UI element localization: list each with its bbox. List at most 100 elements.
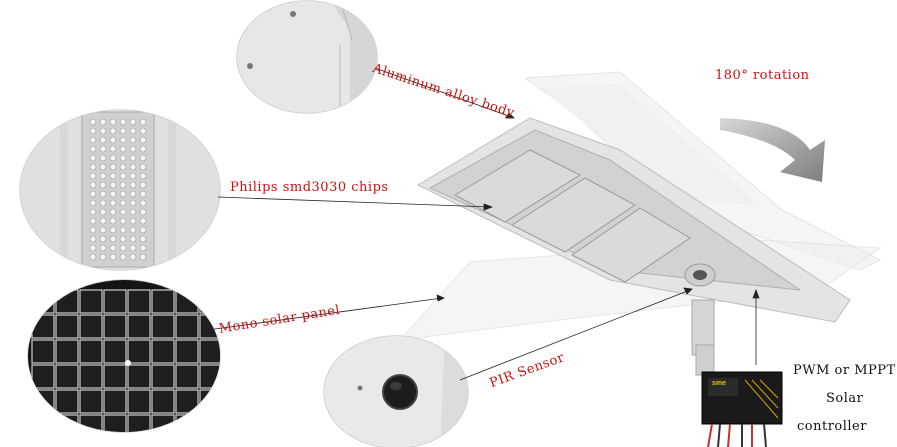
solar-cell [199, 389, 220, 414]
detail-pir-sensor [323, 335, 469, 447]
solar-cell [175, 389, 199, 414]
led-chip [89, 145, 97, 153]
solar-cell [55, 389, 79, 414]
led-chip [129, 163, 137, 171]
detail-led-chips [19, 109, 221, 271]
led-chip [139, 208, 147, 216]
led-chip [139, 118, 147, 126]
solar-cell [55, 414, 79, 432]
led-chip [139, 244, 147, 252]
solar-cell [151, 414, 175, 432]
rotation-arrow-icon [720, 118, 825, 182]
led-chip [99, 163, 107, 171]
solar-cell [79, 414, 103, 432]
solar-cell [103, 314, 127, 339]
solar-cell [127, 364, 151, 389]
led-chip [89, 226, 97, 234]
solar-cell [199, 339, 220, 364]
led-chip [139, 136, 147, 144]
solar-cell [79, 389, 103, 414]
label-controller-line-3: controller [797, 419, 867, 434]
led-chip [99, 199, 107, 207]
solar-cell [151, 339, 175, 364]
led-chip [129, 172, 137, 180]
led-chip [99, 226, 107, 234]
led-chip [129, 136, 137, 144]
solar-cell [79, 289, 103, 314]
led-chip [89, 208, 97, 216]
leader-lines [207, 67, 760, 381]
solar-cell [127, 289, 151, 314]
solar-cell [175, 314, 199, 339]
led-chip [129, 217, 137, 225]
led-chip [89, 172, 97, 180]
solar-cell [199, 414, 220, 432]
solar-cell [175, 364, 199, 389]
led-chip [129, 235, 137, 243]
led-chip [109, 253, 117, 261]
led-chip [109, 136, 117, 144]
led-chip [139, 190, 147, 198]
led-chip [139, 235, 147, 243]
label-controller-line-2: Solar [826, 391, 864, 406]
solar-cell [127, 389, 151, 414]
led-chip [129, 154, 137, 162]
solar-cell [55, 289, 79, 314]
solar-cell [31, 289, 55, 314]
led-chip [119, 253, 127, 261]
led-chip [99, 253, 107, 261]
led-chip [129, 244, 137, 252]
solar-cell [199, 364, 220, 389]
led-chip [99, 244, 107, 252]
led-chip [109, 163, 117, 171]
led-chip [109, 190, 117, 198]
led-chip [129, 118, 137, 126]
led-chip [109, 235, 117, 243]
solar-cell [127, 314, 151, 339]
led-chip [99, 190, 107, 198]
led-chip [119, 181, 127, 189]
detail-aluminum-body [236, 0, 378, 114]
led-chip [99, 118, 107, 126]
led-chip [139, 181, 147, 189]
solar-cell [175, 339, 199, 364]
led-chip [109, 154, 117, 162]
solar-cell [31, 364, 55, 389]
led-chip [129, 253, 137, 261]
solar-cell [79, 339, 103, 364]
controller-brand-logo: sme [712, 380, 727, 387]
led-chip [139, 253, 147, 261]
led-chip [109, 145, 117, 153]
solar-cell [31, 389, 55, 414]
solar-cell [151, 314, 175, 339]
led-chip [119, 244, 127, 252]
led-chip [89, 163, 97, 171]
led-chip [139, 226, 147, 234]
led-chip [139, 217, 147, 225]
solar-cell [103, 339, 127, 364]
led-chip [129, 199, 137, 207]
solar-cell [103, 389, 127, 414]
led-chip [109, 226, 117, 234]
led-chip [129, 127, 137, 135]
led-chip [139, 199, 147, 207]
led-chip [89, 136, 97, 144]
solar-cell [55, 339, 79, 364]
led-chip [109, 199, 117, 207]
led-chip [89, 217, 97, 225]
led-chip [139, 163, 147, 171]
led-chip [129, 145, 137, 153]
solar-cell [31, 414, 55, 432]
led-chip [119, 217, 127, 225]
led-chip [129, 190, 137, 198]
led-chip [99, 127, 107, 135]
led-chip [89, 253, 97, 261]
led-chip [99, 235, 107, 243]
led-chip [129, 208, 137, 216]
led-chip [119, 163, 127, 171]
label-rotation: 180° rotation [715, 68, 810, 83]
led-chip [139, 127, 147, 135]
led-chip [89, 190, 97, 198]
led-chip [109, 127, 117, 135]
